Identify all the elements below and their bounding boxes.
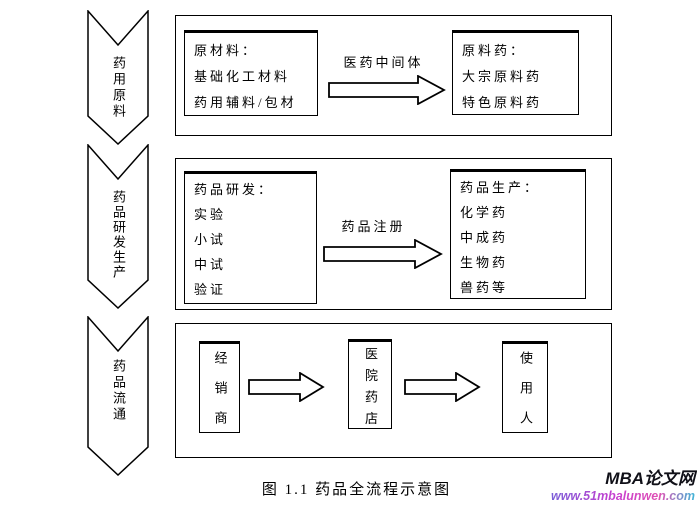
flow-arrow-right-icon (404, 372, 481, 402)
box-line: 小试 (194, 232, 227, 247)
figure-caption: 图 1.1 药品全流程示意图 (261, 482, 452, 498)
box-line: 化学药 (460, 205, 509, 220)
box-end-user: 使用人 (502, 341, 548, 441)
box-line: 药品生产： (460, 180, 541, 195)
watermark-site-name: MBA论文网 (605, 469, 695, 488)
box-line: 特色原料药 (462, 95, 543, 110)
box-text: 使用人 (518, 351, 533, 441)
box-text: 医院药店 (363, 347, 378, 433)
box-line: 实验 (194, 207, 227, 222)
flow-arrow-right-icon (328, 75, 446, 105)
box-line: 中试 (194, 257, 227, 272)
stage-chevron-distribution: 药品流通 (87, 316, 149, 476)
box-line: 基础化工材料 (194, 69, 291, 84)
box-line: 原料药： (462, 43, 527, 58)
stage-chevron-rnd-production: 药品研发生产 (87, 144, 149, 309)
stage-label: 药用原料 (111, 56, 126, 120)
box-line: 原材料： (194, 43, 259, 58)
section-distribution: 经销商 医院药店 使用人 (175, 323, 612, 458)
chevron-banner-shape (87, 10, 149, 145)
box-line: 大宗原料药 (462, 69, 543, 84)
box-raw-materials: 原材料： 基础化工材料 药用辅料/包材 (184, 30, 318, 116)
box-drug-production: 药品生产： 化学药 中成药 生物药 兽药等 (450, 169, 586, 299)
stage-label-wrap: 药用原料 (87, 56, 149, 120)
box-line: 生物药 (460, 255, 509, 270)
box-line: 兽药等 (460, 280, 509, 295)
stage-label-wrap: 药品流通 (87, 359, 149, 423)
chevron-banner-shape (87, 144, 149, 309)
box-drug-rnd: 药品研发： 实验 小试 中试 验证 (184, 171, 317, 304)
box-text: 经销商 (212, 351, 228, 441)
stage-label: 药品研发生产 (111, 190, 126, 280)
watermark-url: www.51mbalunwen.com (550, 489, 695, 503)
flow-arrow-right-icon (323, 239, 443, 269)
section-rnd-production: 药品研发： 实验 小试 中试 验证 药品注册 药品生产： 化学药 中成药 生物药… (175, 158, 612, 310)
box-line: 药品研发： (194, 182, 275, 197)
box-line: 药用辅料/包材 (194, 95, 297, 110)
arrow-label-registration: 药品注册 (341, 219, 406, 234)
stage-chevron-raw-materials: 药用原料 (87, 10, 149, 145)
box-line: 验证 (194, 282, 227, 297)
box-line: 中成药 (460, 230, 509, 245)
stage-label: 药品流通 (111, 359, 126, 423)
section-raw-materials: 原材料： 基础化工材料 药用辅料/包材 医药中间体 原料药： 大宗原料药 特色原… (175, 15, 612, 136)
box-api-products: 原料药： 大宗原料药 特色原料药 (452, 30, 579, 115)
flow-arrow-right-icon (248, 372, 325, 402)
box-hospital-pharmacy: 医院药店 (348, 339, 392, 433)
arrow-label-intermediates: 医药中间体 (343, 55, 424, 70)
watermark: MBA论文网 www.51mbalunwen.com (551, 469, 695, 503)
stage-label-wrap: 药品研发生产 (87, 190, 149, 280)
chevron-banner-shape (87, 316, 149, 476)
box-distributor: 经销商 (199, 341, 240, 441)
